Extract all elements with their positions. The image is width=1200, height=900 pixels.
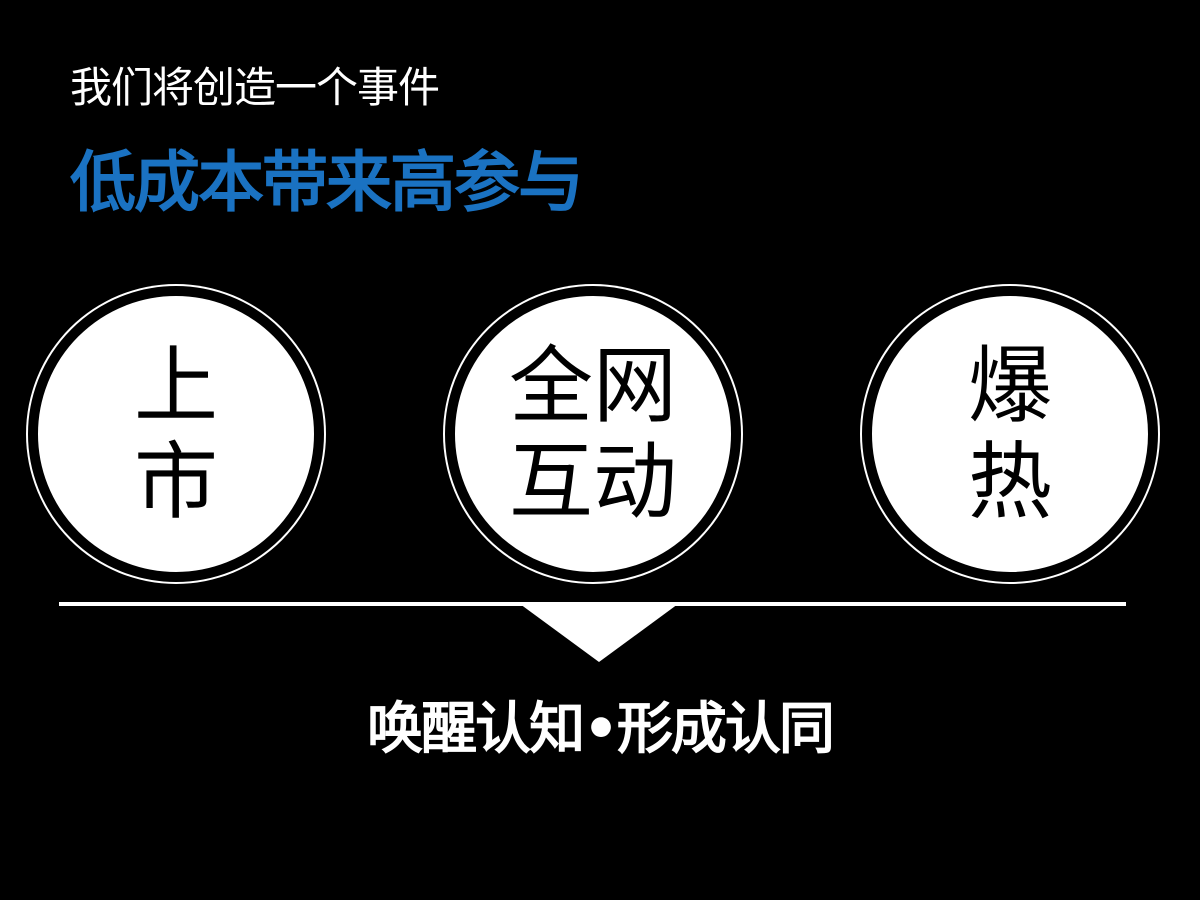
conclusion: 唤醒认知•形成认同 xyxy=(367,697,835,762)
circle-launch: 上 市 xyxy=(26,284,326,584)
subtitle: 我们将创造一个事件 xyxy=(70,63,440,112)
circle-label: 上 市 xyxy=(26,284,326,584)
circle-label-line1: 爆 xyxy=(967,337,1052,435)
circle-label-line1: 上 xyxy=(133,337,218,435)
circle-label: 爆 热 xyxy=(860,284,1160,584)
circle-label-line2: 热 xyxy=(967,433,1052,531)
circle-interaction: 全网 互动 xyxy=(443,284,743,584)
circle-label-line2: 市 xyxy=(133,433,218,531)
circle-label-line2: 互动 xyxy=(508,433,677,531)
down-triangle-icon xyxy=(520,604,678,662)
circle-label-line1: 全网 xyxy=(508,337,677,435)
circle-viral: 爆 热 xyxy=(860,284,1160,584)
headline: 低成本带来高参与 xyxy=(70,144,584,221)
circle-label: 全网 互动 xyxy=(443,284,743,584)
